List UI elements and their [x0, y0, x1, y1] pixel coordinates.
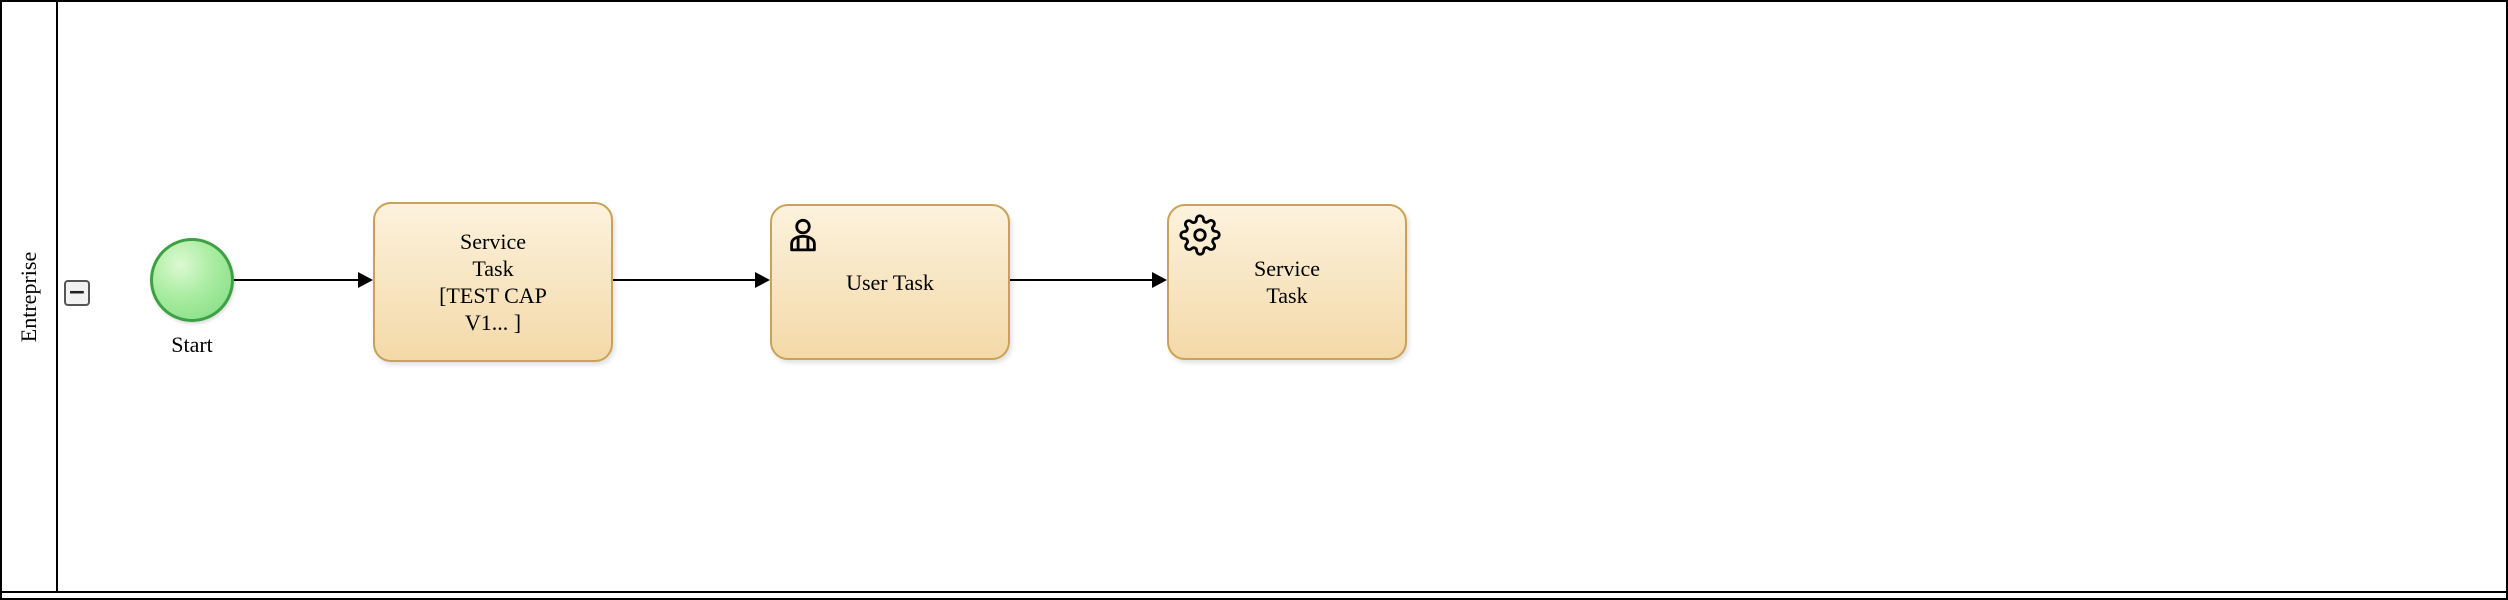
service-task-2[interactable]: Service Task: [1167, 204, 1407, 360]
user-icon: [782, 214, 824, 256]
service-task-1-label: Service Task [TEST CAP V1... ]: [439, 229, 547, 335]
sequence-flow-2-line: [613, 279, 757, 281]
gear-icon: [1179, 214, 1221, 256]
arrowhead-icon: [358, 272, 373, 288]
lane-label: Entreprise: [16, 251, 41, 342]
lane-header[interactable]: Entreprise: [2, 2, 58, 591]
collapse-lane-button[interactable]: −: [64, 280, 90, 306]
start-event[interactable]: [150, 238, 234, 322]
user-task[interactable]: User Task: [770, 204, 1010, 360]
sequence-flow-3-line: [1010, 279, 1154, 281]
collapse-minus-icon: −: [67, 280, 87, 305]
arrowhead-icon: [755, 272, 770, 288]
service-task-1[interactable]: Service Task [TEST CAP V1... ]: [373, 202, 613, 362]
arrowhead-icon: [1152, 272, 1167, 288]
start-event-label: Start: [171, 332, 213, 357]
sequence-flow-1-line: [234, 279, 360, 281]
user-task-label: User Task: [846, 269, 934, 295]
service-task-2-label: Service Task: [1254, 256, 1320, 308]
